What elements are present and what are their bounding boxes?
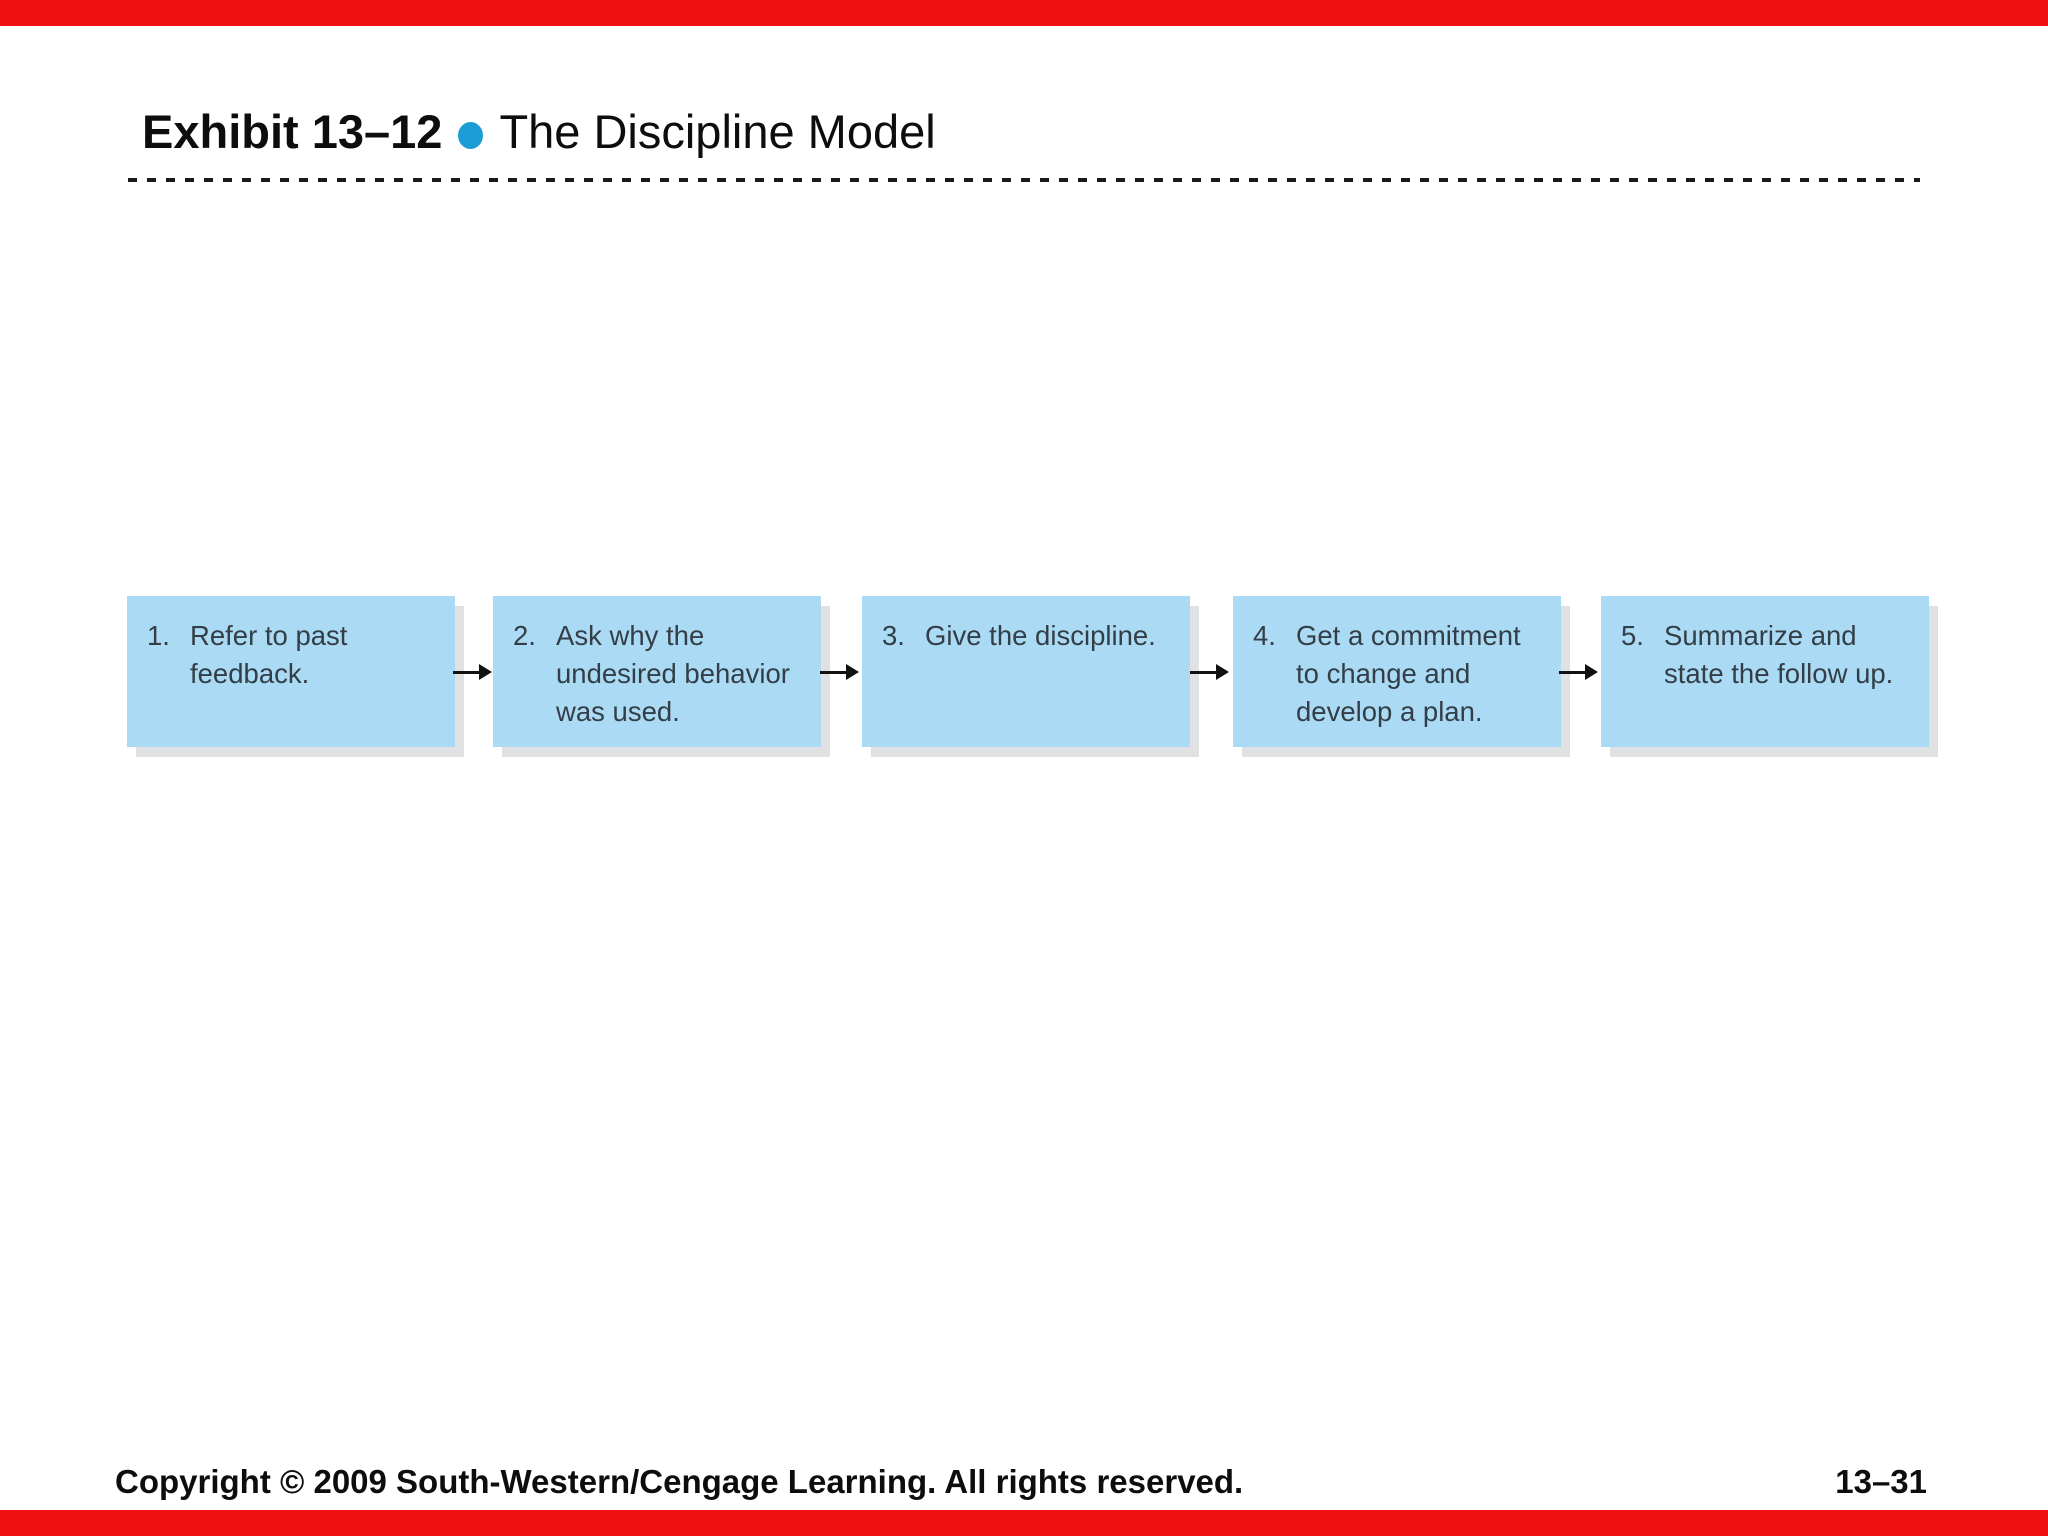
flow-step-3-box: 3. Give the discipline. [862, 596, 1190, 747]
flow-step-4-box: 4. Get a commitment to change and develo… [1233, 596, 1561, 747]
flow-step-2-box: 2. Ask why the undesired behavior was us… [493, 596, 821, 747]
flow-step-1-box: 1. Refer to past feedback. [127, 596, 455, 747]
flow-step-5-box: 5. Summarize and state the follow up. [1601, 596, 1929, 747]
step-number: 1. [147, 620, 170, 651]
bullet-dot-icon [458, 121, 484, 149]
step-number: 2. [513, 620, 536, 651]
step-number: 5. [1621, 620, 1644, 651]
slide-title: Exhibit 13–12 The Discipline Model [142, 104, 936, 160]
right-arrow-icon [1190, 664, 1230, 680]
right-arrow-icon [1559, 664, 1599, 680]
title-text: The Discipline Model [499, 105, 936, 158]
right-arrow-icon [820, 664, 860, 680]
copyright-notice: Copyright © 2009 South-Western/Cengage L… [115, 1463, 1244, 1500]
page-number: 13–31 [1835, 1463, 1927, 1500]
step-text: Give the discipline. [925, 620, 1156, 651]
dashed-divider-line [128, 178, 1920, 182]
step-text: Get a commitment to change and develop a… [1296, 620, 1521, 727]
step-text: Summarize and state the follow up. [1664, 620, 1894, 689]
top-red-accent-bar [0, 0, 2048, 26]
step-text: Ask why the undesired behavior was used. [556, 620, 790, 727]
step-number: 3. [882, 620, 905, 651]
right-arrow-icon [453, 664, 493, 680]
step-text: Refer to past feedback. [190, 620, 348, 689]
exhibit-number-label: Exhibit 13–12 [142, 105, 443, 158]
step-number: 4. [1253, 620, 1276, 651]
bottom-red-accent-bar [0, 1510, 2048, 1536]
